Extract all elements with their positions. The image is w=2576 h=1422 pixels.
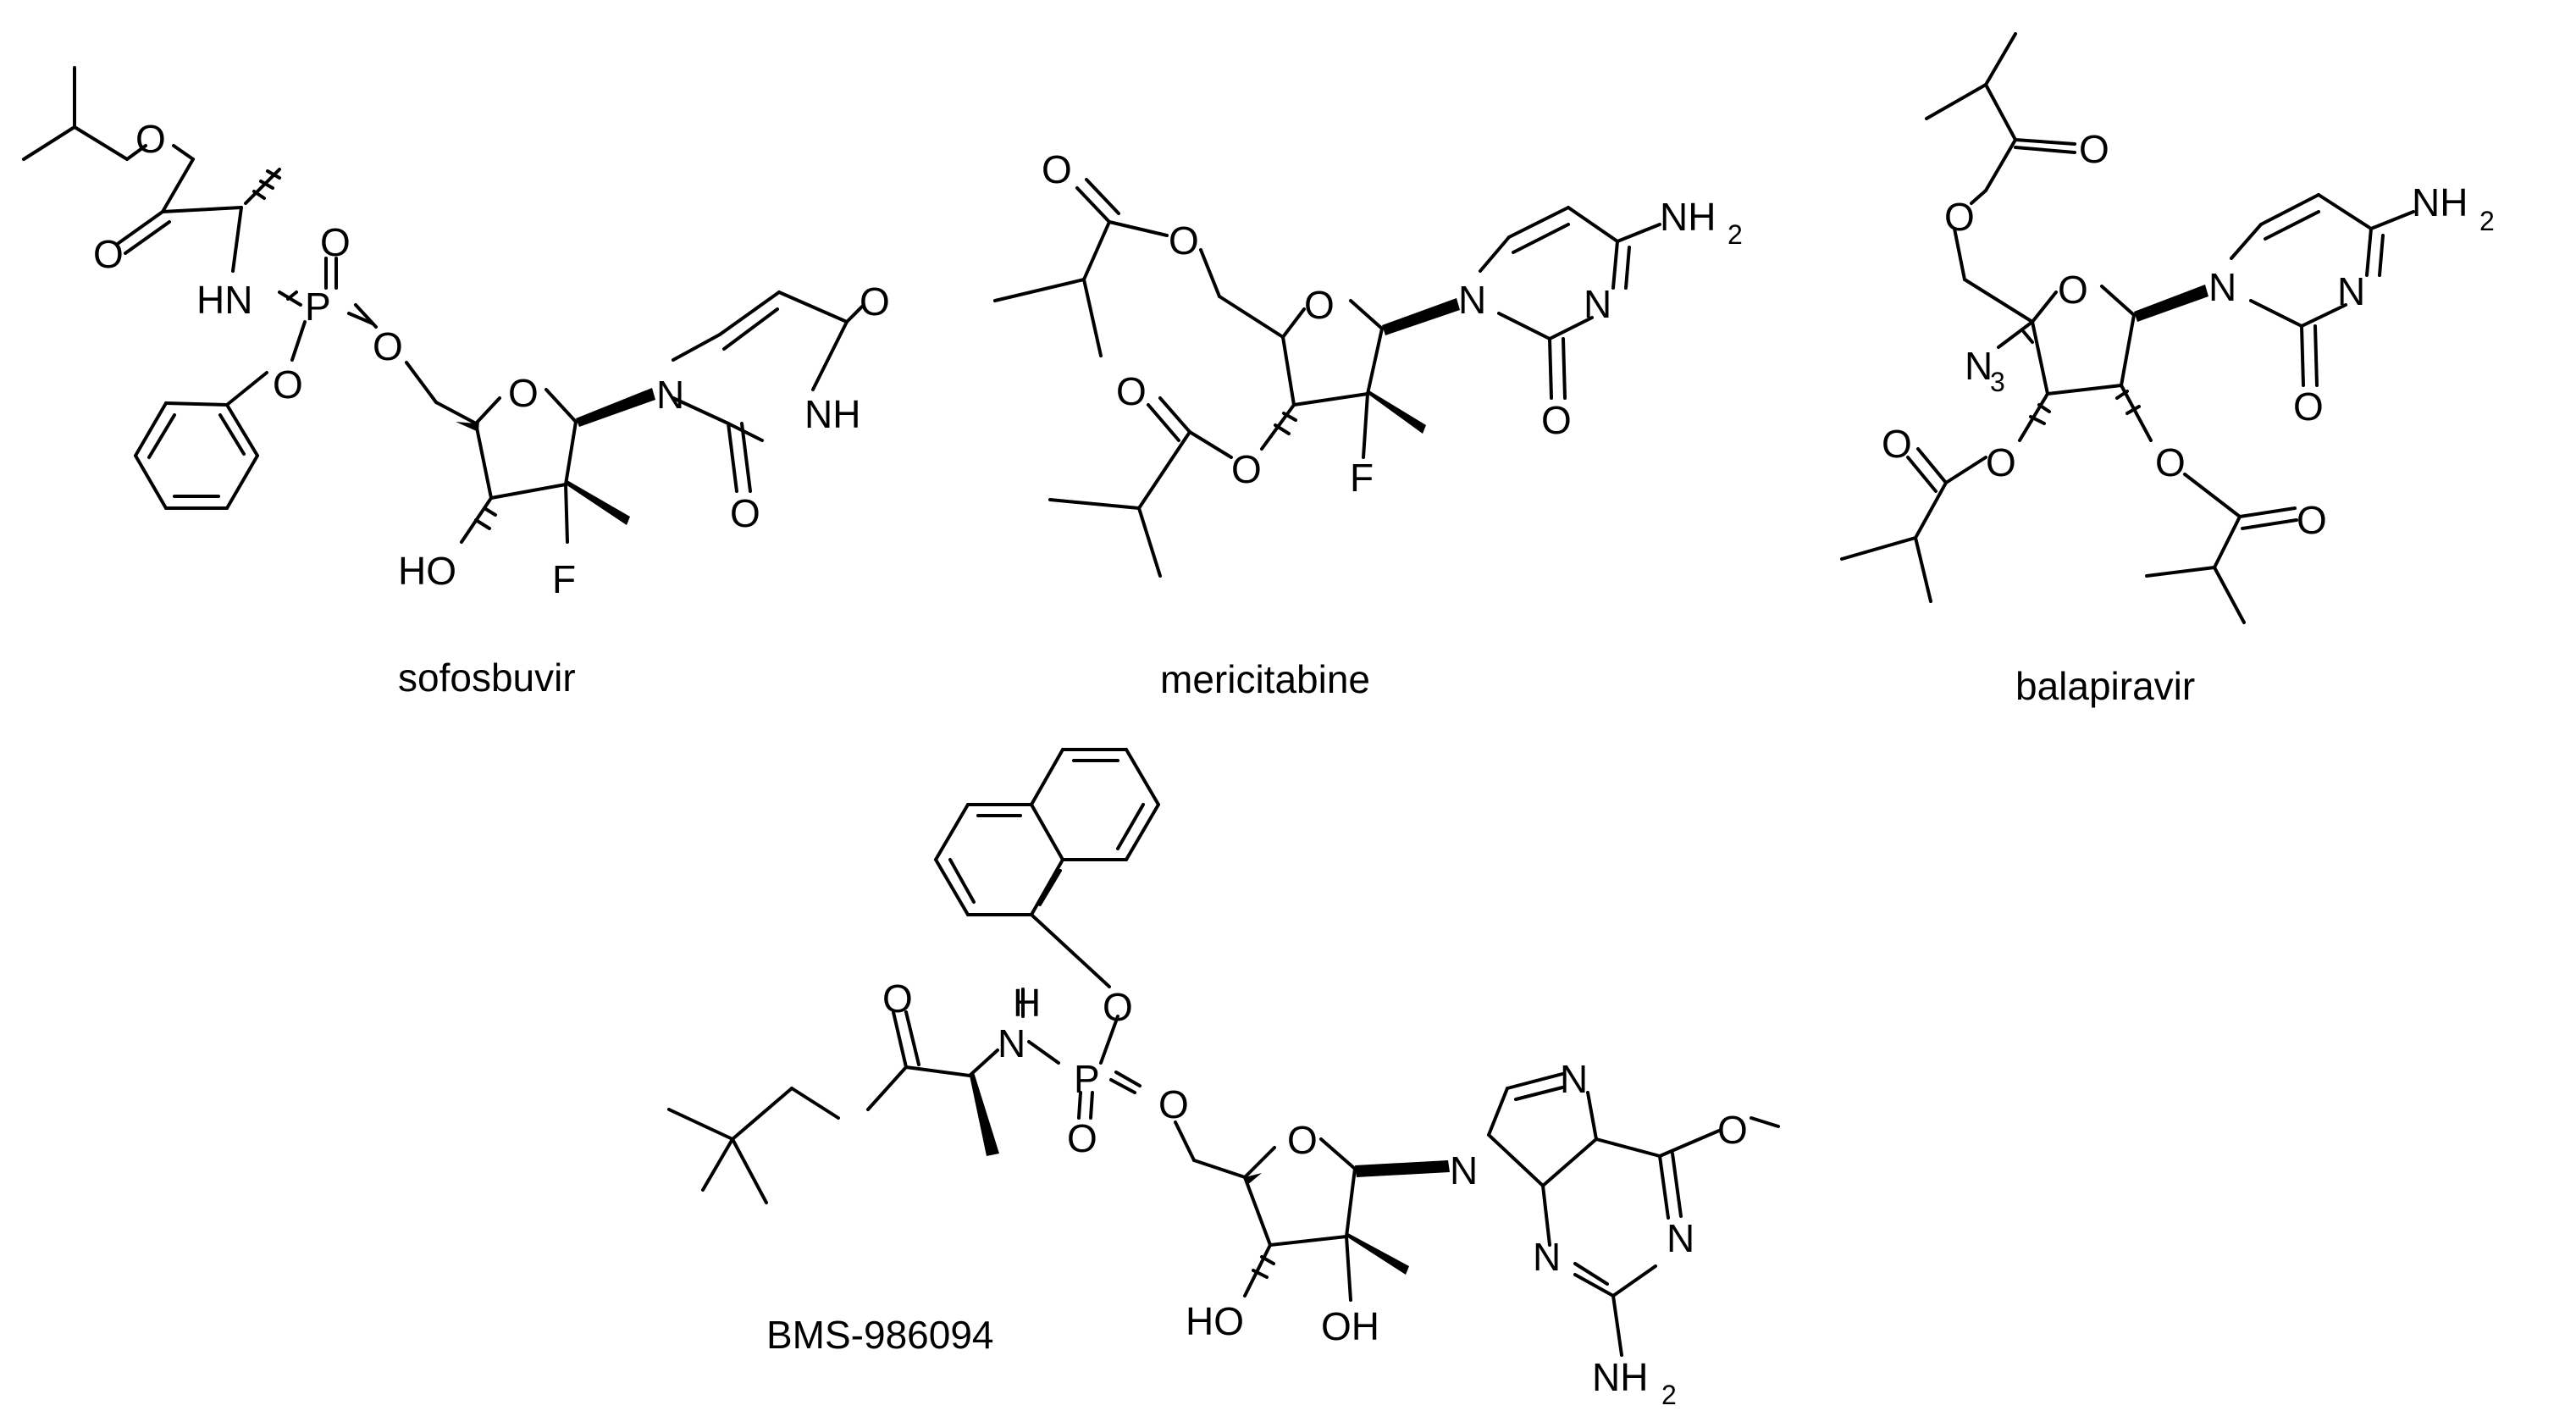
atom-label: O bbox=[508, 371, 539, 415]
atom-label: N bbox=[1450, 1148, 1478, 1192]
atom-label: O bbox=[882, 977, 913, 1021]
atom-label: NH bbox=[1592, 1355, 1648, 1399]
atom-label: O bbox=[1158, 1082, 1189, 1126]
atom-label: N bbox=[656, 373, 684, 417]
atom-label: HO bbox=[1186, 1299, 1244, 1343]
atom-label: N bbox=[1667, 1216, 1694, 1260]
atom-label: NH bbox=[2412, 180, 2468, 224]
atom-label: N bbox=[1584, 282, 1611, 326]
atom-label: N bbox=[1560, 1057, 1588, 1101]
atom-label: O bbox=[730, 491, 760, 535]
atom-label: O bbox=[1231, 447, 1262, 491]
atom-label: O bbox=[273, 362, 303, 407]
atom-label: O bbox=[2293, 385, 2324, 429]
atom-label: O bbox=[860, 279, 890, 324]
atom-label: O bbox=[2297, 498, 2327, 542]
subscript: 2 bbox=[1727, 219, 1743, 250]
subscript: 3 bbox=[1990, 367, 2005, 397]
compound-name-bms-986094: BMS-986094 bbox=[766, 1313, 994, 1357]
atom-label: N bbox=[2337, 269, 2365, 313]
atom-label: P bbox=[305, 285, 331, 329]
atom-label: O bbox=[1116, 369, 1147, 413]
atom-label: O bbox=[1944, 195, 1975, 239]
atom-label: O bbox=[373, 324, 403, 368]
structure-balapiravir: O O O N NH 2 N O N 3 O O O O balapiravir bbox=[1840, 32, 2495, 708]
atom-label: O bbox=[1986, 440, 2016, 484]
atom-label: O bbox=[93, 232, 124, 276]
atom-label: O bbox=[1541, 398, 1572, 442]
atom-label: O bbox=[1304, 283, 1335, 327]
atom-label: HN bbox=[196, 278, 252, 322]
atom-label: O bbox=[1717, 1108, 1748, 1152]
atom-label: N bbox=[1458, 278, 1486, 322]
atom-label: O bbox=[1042, 147, 1072, 191]
atom-label: F bbox=[1350, 456, 1374, 500]
atom-label: O bbox=[1287, 1118, 1318, 1162]
compound-name-mericitabine: mericitabine bbox=[1160, 657, 1370, 701]
atom-label: F bbox=[552, 557, 576, 601]
atom-label: NH bbox=[804, 392, 860, 436]
structure-bms-986094: O O H N P O O O N N O N N NH 2 HO OH BMS… bbox=[667, 748, 1780, 1410]
atom-label: O bbox=[320, 220, 351, 264]
subscript: 2 bbox=[2479, 206, 2495, 236]
atom-label: O bbox=[1067, 1116, 1097, 1160]
atom-label: N bbox=[1533, 1235, 1561, 1279]
atom-label: NH bbox=[1660, 195, 1716, 239]
subscript: 2 bbox=[1661, 1380, 1677, 1410]
atom-label: N bbox=[1965, 344, 1993, 388]
atom-label: O bbox=[1103, 985, 1133, 1029]
atom-label: N bbox=[998, 1021, 1025, 1065]
atom-label: O bbox=[2079, 127, 2109, 171]
compound-name-sofosbuvir: sofosbuvir bbox=[398, 656, 576, 700]
atom-label: HO bbox=[398, 549, 456, 593]
atom-label: O bbox=[135, 117, 166, 161]
structure-mericitabine: O O O O O N NH 2 N O F mericitabine bbox=[993, 147, 1743, 701]
atom-label: P bbox=[1074, 1057, 1100, 1101]
atom-label: O bbox=[2058, 268, 2088, 312]
compound-name-balapiravir: balapiravir bbox=[2015, 664, 2195, 708]
atom-label: N bbox=[2208, 265, 2236, 309]
atom-label: O bbox=[1882, 422, 1912, 466]
atom-label: OH bbox=[1321, 1304, 1379, 1348]
atom-label: O bbox=[1169, 219, 1199, 263]
atom-label: H bbox=[1013, 981, 1041, 1025]
atom-label: O bbox=[2155, 440, 2186, 484]
structure-sofosbuvir: O O O HN P O O O N O NH O HO F sofosbuvi… bbox=[22, 66, 890, 700]
